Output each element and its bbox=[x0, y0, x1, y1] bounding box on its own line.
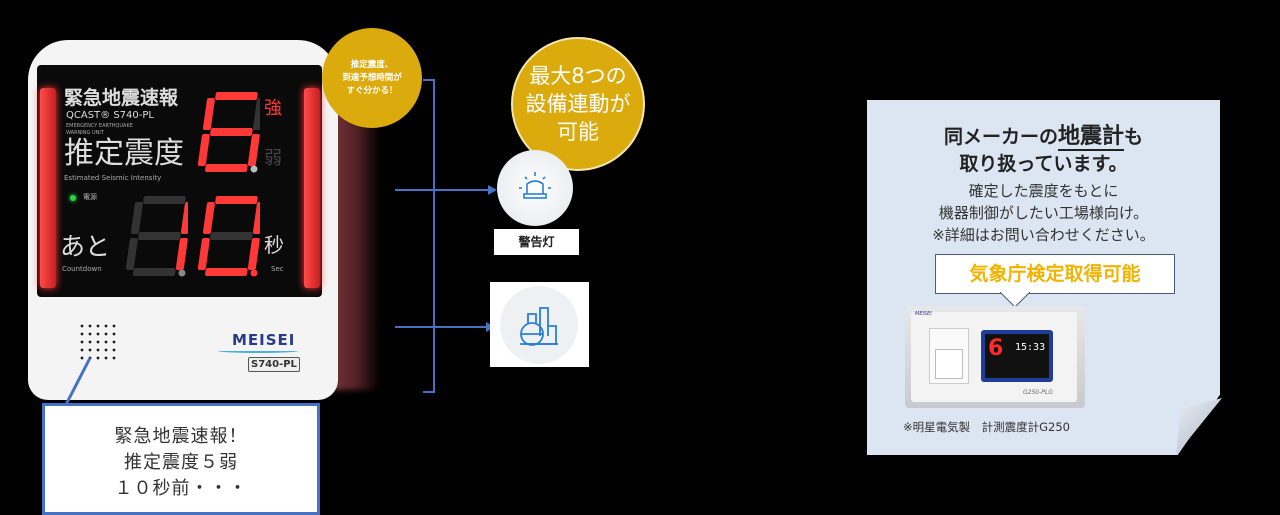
segment-b bbox=[180, 202, 188, 234]
callout-line-3: １０秒前・・・ bbox=[114, 478, 248, 499]
warning-light-icon bbox=[519, 172, 551, 199]
segment-f bbox=[130, 202, 143, 234]
product-brand: MEISEI bbox=[915, 311, 932, 317]
segment-d bbox=[133, 268, 176, 276]
segment-g bbox=[138, 232, 181, 240]
segment-a bbox=[215, 196, 258, 204]
device-subtitle-2: WARNING UNIT bbox=[66, 130, 104, 136]
badge-large-line-1: 最大8つの bbox=[529, 64, 627, 88]
badge-small-line-1: 推定震度、 bbox=[350, 59, 394, 70]
note-body-line-3: ※詳細はお問い合わせください。 bbox=[932, 226, 1155, 244]
product-screen-digit: 6 bbox=[988, 336, 1004, 361]
product-screen-time: 15:33 bbox=[1015, 342, 1046, 353]
note-heading-emphasis: 地震計 bbox=[1057, 124, 1124, 151]
badge-large-line-2: 設備連動が bbox=[525, 92, 631, 116]
brand-logo: MEISEI bbox=[232, 331, 296, 349]
device-model: QCAST® S740-PL bbox=[66, 110, 154, 121]
segment-e bbox=[197, 238, 210, 270]
segment-d bbox=[205, 164, 248, 172]
brand-swoosh bbox=[218, 349, 298, 353]
segment-g bbox=[210, 232, 253, 240]
factory-icon bbox=[520, 307, 558, 346]
segment-c bbox=[247, 134, 260, 166]
segment-f bbox=[202, 98, 215, 130]
seconds-label-en: Sec bbox=[271, 265, 284, 273]
weak-label: 弱 bbox=[264, 148, 282, 169]
feature-badge-small: 推定震度、 到達予想時間が すぐ分かる！ bbox=[322, 28, 422, 128]
segment-e bbox=[197, 134, 210, 166]
power-led bbox=[70, 195, 76, 201]
certification-pointer bbox=[1000, 292, 1030, 308]
note-heading: 同メーカーの地震計も bbox=[867, 123, 1220, 151]
countdown-seven-segment-digit-tens bbox=[125, 196, 188, 277]
callout-line-2: 推定震度５弱 bbox=[124, 452, 238, 473]
red-light-bar-right bbox=[304, 88, 320, 288]
countdown-label-en: Countdown bbox=[62, 265, 102, 273]
strong-label: 強 bbox=[264, 98, 282, 119]
device-title: 緊急地震速報 bbox=[64, 87, 179, 109]
decimal-point bbox=[250, 165, 258, 173]
segment-g bbox=[210, 128, 253, 136]
note-heading-2: 取り扱っています。 bbox=[959, 153, 1128, 175]
decimal-point bbox=[250, 269, 258, 277]
warning-light-output bbox=[497, 150, 573, 226]
certification-callout: 気象庁検定取得可能 bbox=[935, 254, 1175, 294]
intensity-seven-segment-digit bbox=[197, 92, 260, 173]
bracket bbox=[423, 79, 435, 393]
segment-a bbox=[215, 92, 258, 100]
note-heading-post: も bbox=[1124, 126, 1144, 148]
countdown-label: あと bbox=[60, 232, 111, 261]
segment-d bbox=[205, 268, 248, 276]
countdown-seven-segment-digit-ones bbox=[197, 196, 260, 277]
segment-c bbox=[247, 238, 260, 270]
speaker-grille bbox=[78, 322, 118, 364]
segment-a bbox=[143, 196, 186, 204]
badge-small-line-3: すぐ分かる！ bbox=[346, 85, 398, 96]
factory-output bbox=[490, 282, 589, 367]
product-screen: 6 15:33 bbox=[981, 330, 1053, 382]
note-heading-pre: 同メーカーの bbox=[943, 126, 1058, 148]
seconds-label: 秒 bbox=[264, 233, 284, 257]
note-body-line-2: 機器制御がしたい工場様向け。 bbox=[938, 204, 1149, 222]
segment-c bbox=[175, 238, 188, 270]
intensity-label-en: Estimated Seismic Intensity bbox=[64, 174, 162, 182]
note-body-line-1: 確定した震度をもとに bbox=[968, 182, 1119, 200]
warning-light-label: 警告灯 bbox=[494, 229, 579, 255]
intensity-label: 推定震度 bbox=[64, 136, 184, 171]
arrow-head-1 bbox=[488, 185, 497, 195]
device-subtitle-1: EMERGENCY EARTHQUAKE bbox=[66, 123, 133, 129]
model-badge: S740-PL bbox=[248, 357, 300, 372]
announcement-callout: 緊急地震速報！ 推定震度５弱 １０秒前・・・ bbox=[42, 403, 320, 515]
red-light-bar-left bbox=[40, 88, 56, 288]
seismometer-product-image: MEISEI 6 15:33 G250-PLG bbox=[905, 306, 1085, 408]
note-body: 確定した震度をもとに 機器制御がしたい工場様向け。 ※詳細はお問い合わせください… bbox=[867, 180, 1220, 246]
segment-b bbox=[252, 202, 260, 234]
feature-badge-large: 最大8つの 設備連動が 可能 bbox=[511, 37, 645, 171]
decimal-point bbox=[178, 269, 186, 277]
power-label: 電源 bbox=[83, 193, 97, 201]
segment-f bbox=[202, 202, 215, 234]
badge-large-line-3: 可能 bbox=[557, 120, 599, 144]
segment-b bbox=[252, 98, 260, 130]
badge-small-line-2: 到達予想時間が bbox=[342, 72, 402, 83]
product-switch bbox=[929, 328, 969, 384]
product-model: G250-PLG bbox=[1023, 389, 1053, 396]
segment-e bbox=[125, 238, 138, 270]
callout-line-1: 緊急地震速報！ bbox=[114, 426, 248, 447]
product-caption: ※明星電気製 計測震度計G250 bbox=[903, 420, 1070, 434]
